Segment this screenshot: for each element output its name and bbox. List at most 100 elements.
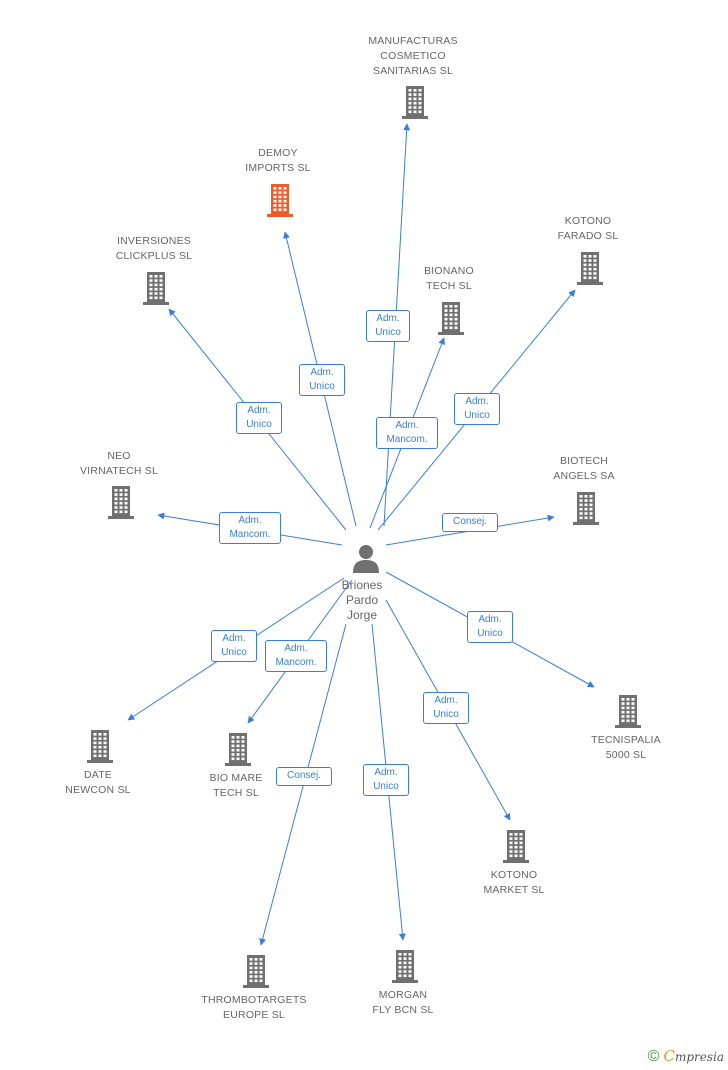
role-label-line: Adm. [395,420,419,431]
company-name[interactable]: MANUFACTURAS COSMETICO SANITARIAS SL [333,34,493,79]
company-name-line: MARKET SL [483,884,545,896]
company-name-line: DATE [83,769,113,781]
role-label[interactable]: Adm. Unico [299,364,345,396]
company-name-line: BIO MARE [209,772,263,784]
role-label[interactable]: Adm.Unico [363,764,409,796]
role-label-line: Unico [477,628,503,639]
building-icon[interactable] [433,300,469,336]
copyright-icon: © [647,1048,660,1065]
building-icon[interactable] [387,948,423,984]
building-icon[interactable] [262,182,298,218]
building-icon[interactable] [238,953,274,989]
role-label-line: Unico [464,410,490,421]
company-name-line: 5000 SL [605,749,647,761]
role-label[interactable]: Adm. Unico [236,402,282,434]
center-name-line: Pardo [345,593,379,607]
role-label[interactable]: Adm. Unico [467,611,513,643]
company-name[interactable]: BIO MARE TECH SL [156,771,316,801]
role-label-line: Mancom. [275,657,317,668]
company-name[interactable]: THROMBOTARGETS EUROPE SL [174,993,334,1023]
company-name-line: ANGELS SA [553,470,615,482]
company-name-line: IMPORTS SL [245,162,311,174]
company-name[interactable]: KOTONO MARKET SL [434,868,594,898]
company-name-line: SANITARIAS SL [372,65,453,77]
company-name-line: KOTONO [564,215,612,227]
company-name-line: BIOTECH [559,455,609,467]
center-name-line: Briones [341,578,383,592]
role-label[interactable]: Adm. Mancom. [219,512,281,544]
role-label[interactable]: Adm. Mancom. [376,417,438,449]
role-label-line: Adm. [222,633,246,644]
building-icon[interactable] [220,731,256,767]
brand-initial: C [663,1047,675,1065]
company-name-line: INVERSIONES [117,235,191,247]
role-label-line: Unico [433,709,459,720]
company-name-line: TECH SL [213,787,259,799]
company-name-line: NEWCON SL [65,784,131,796]
role-label-line: Unico [246,419,272,430]
role-label-line: Adm. [374,767,398,778]
company-name[interactable]: DEMOY IMPORTS SL [198,146,358,176]
company-name-line: KOTONO [490,869,538,881]
company-name-line: EUROPE SL [223,1009,285,1021]
company-name-line: TECNISPALIA [591,734,661,746]
building-icon[interactable] [397,84,433,120]
company-name-line: BIONANO [424,265,474,277]
role-label-line: Adm. [478,614,502,625]
building-icon[interactable] [103,484,139,520]
role-label-line: Unico [309,381,335,392]
company-name[interactable]: DATE NEWCON SL [18,768,178,798]
role-label-line: Mancom. [229,529,271,540]
building-icon[interactable] [610,693,646,729]
building-icon[interactable] [568,490,604,526]
company-name[interactable]: KOTONO FARADO SL [508,214,668,244]
empresia-logo: ©Cmpresia [648,1047,724,1066]
company-name[interactable]: NEO VIRNATECH SL [39,449,199,479]
role-label-line: Adm. [284,643,308,654]
role-label-line: Adm. [376,313,400,324]
role-label-line: Adm. [465,396,489,407]
building-icon[interactable] [138,270,174,306]
role-label[interactable]: Adm. Unico [366,310,410,342]
center-person-name[interactable]: Briones Pardo Jorge [312,578,412,623]
role-label[interactable]: Consej. [442,513,498,532]
role-label-line: Unico [221,647,247,658]
company-name[interactable]: TECNISPALIA 5000 SL [546,733,706,763]
role-label-line: Adm. [247,405,271,416]
building-icon[interactable] [82,728,118,764]
brand-name: mpresia [674,1050,724,1064]
role-label-line: Adm. [238,515,262,526]
role-label-line: Consej. [287,770,321,781]
company-name-line: FARADO SL [557,230,619,242]
person-icon[interactable] [350,542,382,574]
company-name-line: TECH SL [426,280,472,292]
building-icon[interactable] [572,250,608,286]
company-name-line: VIRNATECH SL [79,465,159,477]
role-label[interactable]: Adm. Unico [423,692,469,724]
role-label[interactable]: Adm. Unico [454,393,500,425]
role-label[interactable]: Consej. [276,767,332,786]
building-icon[interactable] [498,828,534,864]
role-label[interactable]: Adm. Unico [211,630,257,662]
role-label[interactable]: Adm. Mancom. [265,640,327,672]
company-name[interactable]: MORGAN FLY BCN SL [323,988,483,1018]
company-name-line: COSMETICO [380,50,446,62]
role-label-line: Adm. [434,695,458,706]
company-name-line: NEO [107,450,131,462]
role-label-line: Unico [375,327,401,338]
center-name-line: Jorge [346,608,378,622]
role-label-line: Consej. [453,516,487,527]
company-name-line: MORGAN [378,989,428,1001]
company-name-line: MANUFACTURAS [368,35,458,47]
company-name-line: DEMOY [258,147,298,159]
company-name[interactable]: INVERSIONES CLICKPLUS SL [74,234,234,264]
role-label-line: Mancom. [386,434,428,445]
company-name-line: THROMBOTARGETS [201,994,307,1006]
role-label-line: Adm. [310,367,334,378]
company-name[interactable]: BIOTECH ANGELS SA [504,454,664,484]
company-name[interactable]: BIONANO TECH SL [369,264,529,294]
company-name-line: FLY BCN SL [372,1004,434,1016]
company-name-line: CLICKPLUS SL [115,250,193,262]
